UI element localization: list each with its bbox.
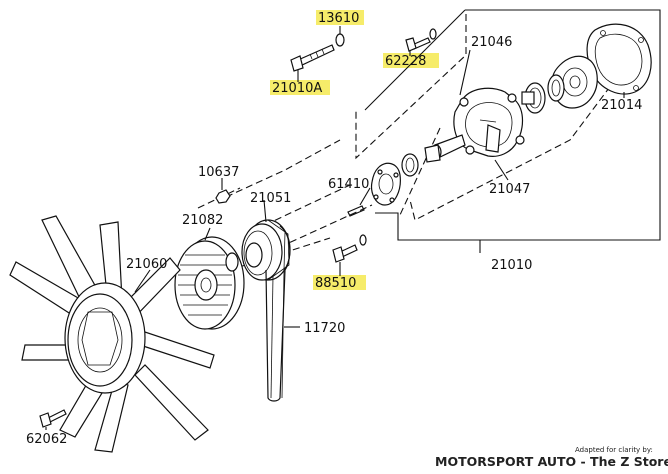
bolt-21010A xyxy=(290,44,335,72)
label-10637: 10637 xyxy=(198,165,239,180)
label-62228: 62228 xyxy=(385,54,426,69)
label-21047: 21047 xyxy=(489,182,530,197)
dash-box-lower xyxy=(409,59,631,221)
label-21051: 21051 xyxy=(250,191,291,206)
label-21082: 21082 xyxy=(182,213,223,228)
nut-10637 xyxy=(215,189,231,204)
dash-guide-1 xyxy=(399,127,441,216)
highlight-13610 xyxy=(316,10,364,25)
water-pump-body-21047 xyxy=(453,87,525,157)
fan-21060 xyxy=(9,215,215,453)
highlight-21010A xyxy=(270,80,330,95)
bolt-62062 xyxy=(39,409,67,428)
credit-small-text: Adapted for clarity by: xyxy=(575,446,653,454)
label-88510: 88510 xyxy=(315,276,356,291)
label-21010A: 21010A xyxy=(272,81,322,96)
credit-big-text: MOTORSPORT AUTO - The Z Store xyxy=(435,454,668,469)
dash-guide-10637 xyxy=(225,139,341,198)
dash-guide-hub xyxy=(279,204,373,248)
label-21010: 21010 xyxy=(491,258,532,273)
label-21014: 21014 xyxy=(601,98,642,113)
leader-21046 xyxy=(459,49,471,96)
bolt-62228 xyxy=(405,28,437,52)
label-13610: 13610 xyxy=(318,11,359,26)
highlight-88510 xyxy=(313,275,366,290)
pulley-hub-flange xyxy=(370,162,401,206)
bearing-ring xyxy=(521,82,546,114)
label-11720: 11720 xyxy=(304,321,345,336)
pin-61410 xyxy=(347,205,365,217)
leader-21051 xyxy=(263,199,267,223)
dash-box-upper xyxy=(355,14,467,160)
pump-shaft xyxy=(424,134,466,163)
label-21060: 21060 xyxy=(126,257,167,272)
seal-ring-1 xyxy=(547,74,565,102)
o-ring xyxy=(401,153,419,177)
leader-21060 xyxy=(134,269,151,293)
bolt-88510 xyxy=(332,234,367,263)
label-61410: 61410 xyxy=(328,177,369,192)
dash-guide-21051 xyxy=(264,184,351,226)
leader-61410 xyxy=(359,187,371,206)
leader-21082 xyxy=(204,227,211,241)
label-21046: 21046 xyxy=(471,35,512,50)
pulley-21051 xyxy=(241,219,291,281)
bracket-diagonal xyxy=(364,9,466,111)
leader-21047 xyxy=(494,159,509,181)
belt-11720 xyxy=(265,225,291,402)
label-62062: 62062 xyxy=(26,432,67,447)
highlight-62228 xyxy=(383,53,439,68)
washer-13610 xyxy=(335,33,345,47)
fan-clutch-21082 xyxy=(174,236,245,330)
bracket-21010 xyxy=(375,9,661,241)
